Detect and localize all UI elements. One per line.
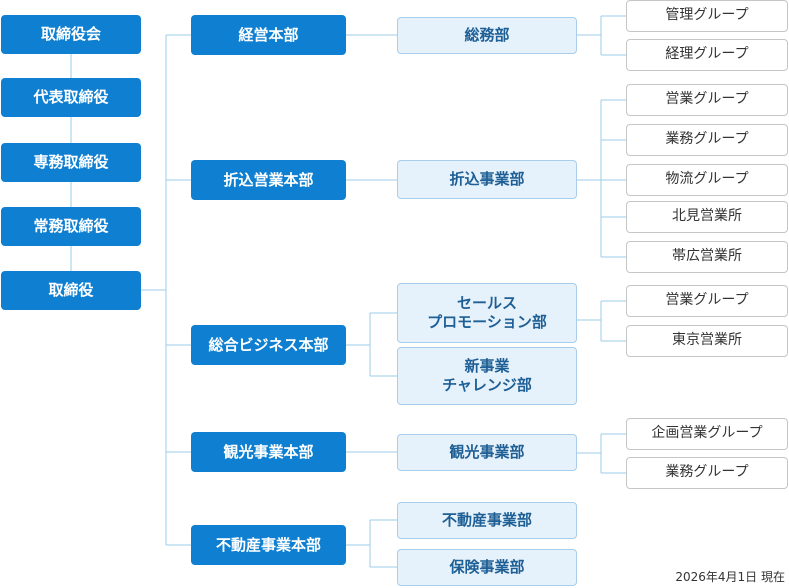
dept-sales-promotion-line2: プロモーション部 [427, 313, 547, 331]
group-tourism-operations: 業務グループ [626, 457, 788, 489]
group-accounting: 経理グループ [626, 39, 788, 71]
group-obihiro-office: 帯広営業所 [626, 241, 788, 273]
dept-new-business-line2: チャレンジ部 [442, 376, 532, 394]
hq-real-estate: 不動産事業本部 [191, 525, 346, 565]
exec-managing-director: 常務取締役 [1, 207, 141, 246]
group-tokyo-office: 東京営業所 [626, 325, 788, 357]
exec-director: 取締役 [1, 271, 141, 310]
group-orikomi-operations: 業務グループ [626, 124, 788, 156]
dept-sales-promotion-line1: セールス [456, 294, 517, 313]
exec-board: 取締役会 [1, 15, 141, 54]
hq-insert-sales: 折込営業本部 [191, 160, 346, 200]
as-of-date: 2026年4月1日 現在 [675, 570, 785, 584]
group-sp-sales: 営業グループ [626, 285, 788, 317]
hq-management: 経営本部 [191, 15, 346, 55]
dept-insurance: 保険事業部 [397, 549, 577, 586]
group-administration: 管理グループ [626, 0, 788, 32]
exec-senior-managing-director: 専務取締役 [1, 143, 141, 182]
hq-general-business: 総合ビジネス本部 [191, 325, 346, 365]
dept-real-estate: 不動産事業部 [397, 502, 577, 539]
dept-new-business-line1: 新事業 [464, 357, 510, 376]
dept-general-affairs: 総務部 [397, 17, 577, 54]
group-planning-sales: 企画営業グループ [626, 418, 788, 450]
dept-tourism: 観光事業部 [397, 434, 577, 471]
group-kitami-office: 北見営業所 [626, 201, 788, 233]
hq-tourism: 観光事業本部 [191, 432, 346, 472]
group-orikomi-logistics: 物流グループ [626, 164, 788, 196]
exec-representative-director: 代表取締役 [1, 78, 141, 117]
group-orikomi-sales: 営業グループ [626, 84, 788, 116]
dept-insert-business: 折込事業部 [397, 160, 577, 199]
dept-new-business-challenge: 新事業 チャレンジ部 [397, 347, 577, 405]
dept-sales-promotion: セールス プロモーション部 [397, 283, 577, 343]
